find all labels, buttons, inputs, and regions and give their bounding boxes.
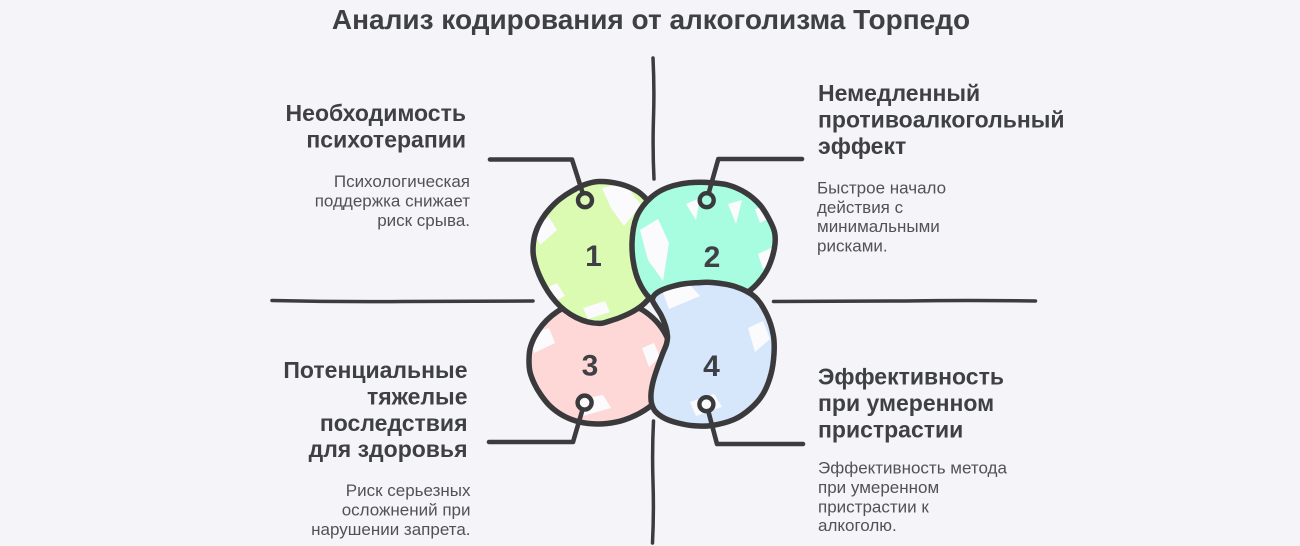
svg-text:для здоровья: для здоровья (309, 436, 468, 462)
svg-text:Необходимость: Необходимость (286, 100, 466, 126)
svg-text:Эффективность: Эффективность (818, 363, 1004, 389)
svg-text:4: 4 (703, 350, 720, 383)
svg-text:при умеренном: при умеренном (818, 478, 939, 497)
svg-text:эффект: эффект (818, 133, 906, 159)
svg-text:при умеренном: при умеренном (818, 390, 994, 416)
svg-text:тяжелые: тяжелые (367, 383, 468, 409)
svg-text:алкоголю.: алкоголю. (818, 516, 897, 535)
svg-text:Эффективность метода: Эффективность метода (818, 459, 1007, 478)
svg-text:действия с: действия с (817, 198, 904, 217)
svg-text:Немедленный: Немедленный (818, 80, 980, 106)
svg-text:поддержка снижает: поддержка снижает (315, 192, 470, 211)
svg-text:Потенциальные: Потенциальные (283, 357, 467, 383)
svg-text:Психологическая: Психологическая (334, 172, 470, 191)
svg-text:противоалкогольный: противоалкогольный (818, 107, 1065, 133)
svg-text:Риск серьезных: Риск серьезных (346, 481, 471, 500)
svg-text:минимальными: минимальными (817, 217, 940, 236)
svg-text:психотерапии: психотерапии (306, 126, 466, 152)
svg-text:пристрастии к: пристрастии к (818, 497, 929, 516)
svg-text:2: 2 (704, 241, 721, 274)
svg-text:осложнений при: осложнений при (342, 500, 471, 519)
svg-text:последствия: последствия (320, 410, 468, 436)
svg-text:пристрастии: пристрастии (818, 416, 963, 442)
svg-text:Быстрое начало: Быстрое начало (817, 178, 946, 197)
svg-text:3: 3 (582, 350, 599, 383)
svg-text:Анализ кодирования от алкоголи: Анализ кодирования от алкоголизма Торпед… (332, 4, 970, 35)
svg-text:рисками.: рисками. (817, 237, 888, 256)
svg-text:1: 1 (585, 240, 602, 273)
svg-text:риск срыва.: риск срыва. (377, 211, 470, 230)
svg-text:нарушении запрета.: нарушении запрета. (311, 520, 470, 539)
